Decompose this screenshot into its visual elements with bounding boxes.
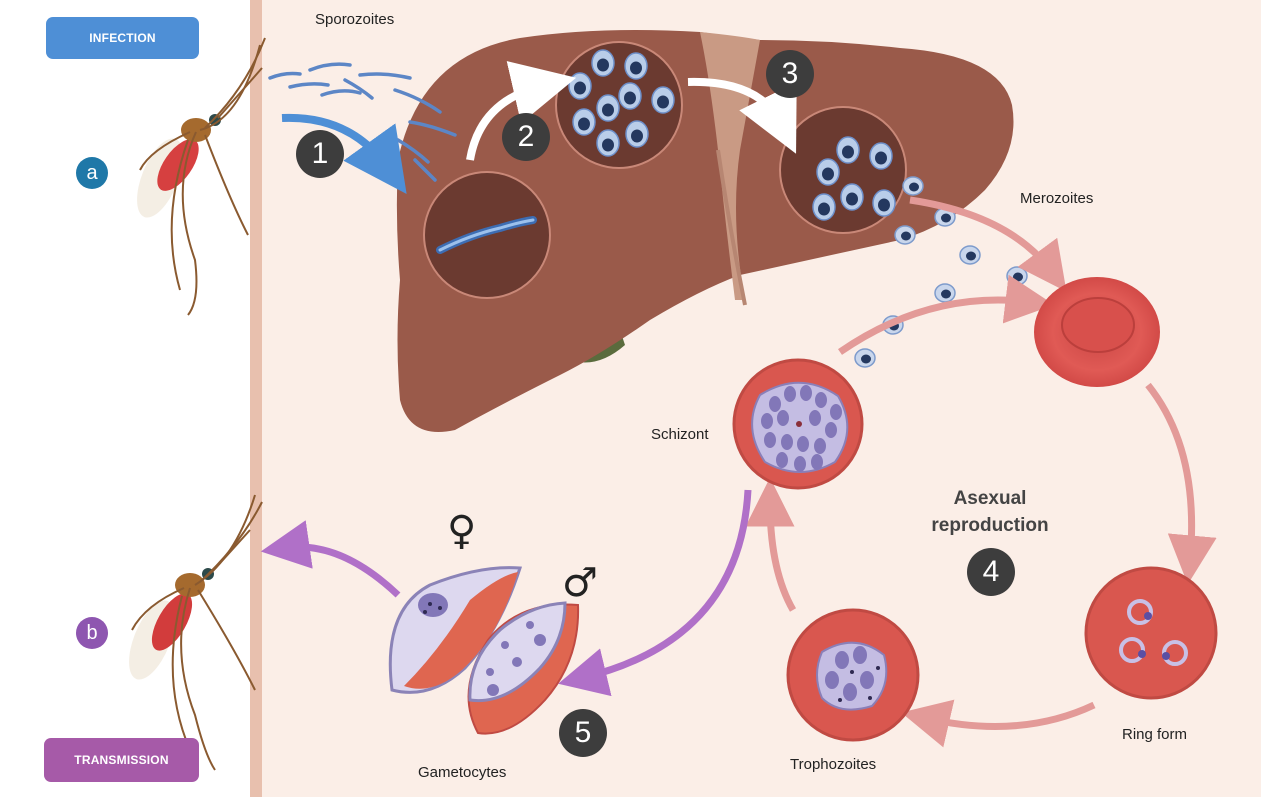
male-gametocyte <box>467 601 580 735</box>
schizont-cell <box>732 358 864 490</box>
label-trophozoites: Trophozoites <box>790 756 877 773</box>
label-b-badge: b <box>76 617 108 649</box>
asexual-reproduction-title: Asexual reproduction <box>905 485 1075 539</box>
arrow-step3 <box>687 77 797 154</box>
asexual-title-line2: reproduction <box>931 515 1049 536</box>
arrow-transmission <box>260 520 401 598</box>
label-ring-form: Ring form <box>1122 726 1188 743</box>
step-1-badge: 1 <box>296 130 344 178</box>
step-2-badge: 2 <box>502 113 550 161</box>
asexual-title-line1: Asexual <box>953 488 1027 509</box>
liver-inset-schizont <box>555 41 683 169</box>
asexual-cycle-arrows <box>745 196 1217 748</box>
step-4-badge: 4 <box>967 548 1015 596</box>
arrow-to-gametocytes <box>558 489 752 697</box>
label-a-badge: a <box>76 157 108 189</box>
label-merozoites: Merozoites <box>1020 190 1094 207</box>
transmission-badge: TRANSMISSION <box>44 738 199 782</box>
arrow-step2 <box>466 61 577 161</box>
divider-bar <box>250 0 262 797</box>
female-symbol-icon: ♀ <box>447 508 477 554</box>
sporozoites-swarm <box>268 62 457 182</box>
female-gametocyte <box>388 566 523 694</box>
mosquito-b <box>129 494 263 771</box>
step-5-badge: 5 <box>559 709 607 757</box>
arrow-infection <box>281 113 407 194</box>
liver-inset-release <box>779 106 907 234</box>
label-gametocytes: Gametocytes <box>418 764 507 781</box>
trophozoite-cell <box>786 608 920 742</box>
label-sporozoites: Sporozoites <box>315 11 395 28</box>
label-schizont: Schizont <box>651 426 709 443</box>
red-blood-cell <box>1034 277 1160 387</box>
male-symbol-icon: ♂ <box>562 560 598 606</box>
step-3-badge: 3 <box>766 50 814 98</box>
infection-badge: INFECTION <box>46 17 199 59</box>
liver-inset-sporozoite <box>423 171 551 299</box>
mosquito-a <box>137 37 266 316</box>
ring-form-cell <box>1084 566 1218 700</box>
